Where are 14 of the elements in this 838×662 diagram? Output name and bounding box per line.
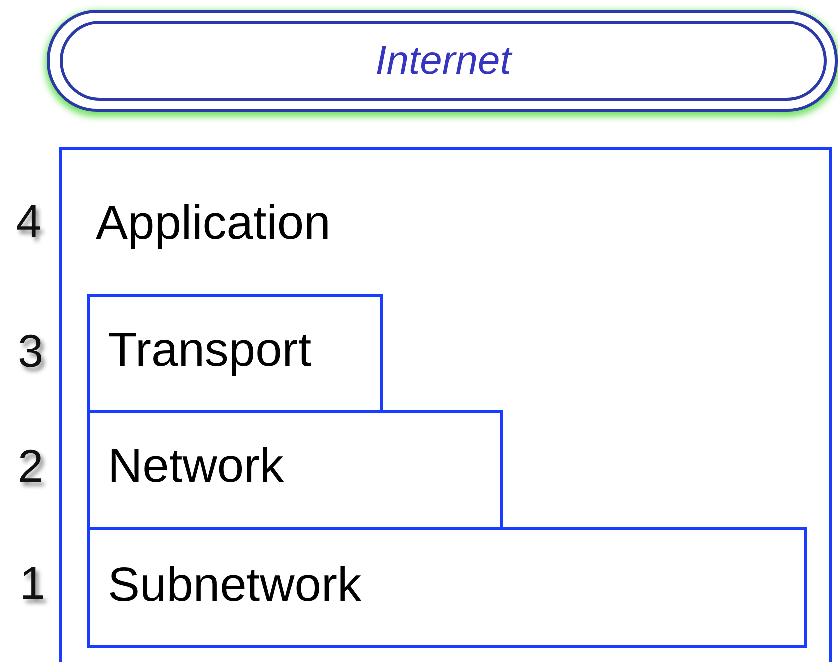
layer-number: 3 [18, 328, 44, 374]
layer-name: Subnetwork [108, 562, 362, 610]
layer-box [87, 410, 503, 530]
layer-box [87, 294, 383, 413]
network-title: Internet [376, 38, 512, 84]
layer-box [87, 527, 807, 648]
layer-name: Network [108, 443, 284, 491]
layer-number: 1 [20, 560, 46, 606]
layer-number: 2 [18, 443, 44, 489]
layer-name: Transport [108, 327, 312, 375]
layer-name: Application [96, 200, 331, 248]
layer-number: 4 [16, 198, 42, 244]
internet-pill [47, 10, 838, 112]
layer-stack-box [59, 147, 832, 662]
